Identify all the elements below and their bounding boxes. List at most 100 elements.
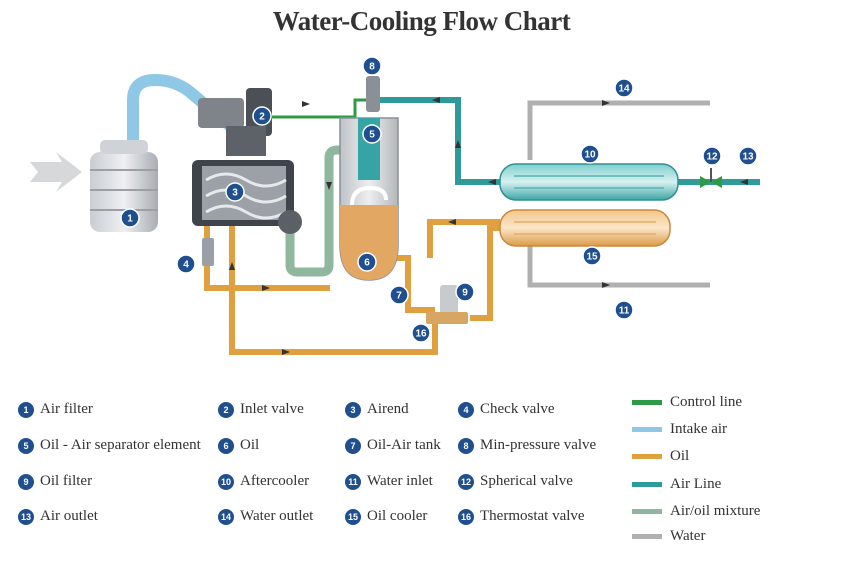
legend-label: Air outlet [40,508,98,525]
legend-number-badge: 2 [218,401,234,418]
marker-11: 11 [614,300,634,320]
line-swatch [632,534,662,540]
legend-number-badge: 6 [218,437,234,454]
airend-unit [192,160,302,234]
legend-label: Oil-Air tank [367,437,441,454]
oil-check-line [204,225,330,291]
flow-arrows [229,97,748,355]
legend-number-badge: 1 [18,401,34,418]
oil-filter-unit [426,285,468,324]
water-inlet-line [527,230,710,288]
legend-item-16: 16 Thermostat valve [458,508,585,525]
check-valve-unit [202,238,214,266]
legend-number-badge: 8 [458,437,474,454]
marker-number: 4 [183,260,189,271]
water-lines [527,100,710,288]
legend-number-badge: 9 [18,473,34,490]
marker-number: 7 [396,291,402,302]
min-pressure-valve-unit [366,76,380,112]
mixture-lines [285,145,358,277]
marker-number: 11 [619,306,630,317]
marker-number: 9 [462,288,468,299]
legend-number-badge: 14 [218,508,234,525]
legend-number-badge: 15 [345,508,361,525]
legend-label: Oil cooler [367,508,428,525]
line-legend-item: Air/oil mixture [632,503,760,520]
water-outlet-line [527,100,710,160]
marker-15: 15 [582,246,602,266]
legend-label: Min-pressure valve [480,437,597,454]
legend-label: Oil - Air separator element [40,437,201,454]
legend-label: Airend [367,401,409,418]
intake-arrow [30,152,82,192]
marker-number: 2 [259,112,265,123]
marker-number: 5 [369,130,375,141]
marker-number: 13 [742,152,754,163]
legend-number-badge: 4 [458,401,474,418]
legend-number-badge: 7 [345,437,361,454]
legend-label: Thermostat valve [480,508,585,525]
legend-label: Aftercooler [240,473,310,490]
line-legend-item: Control line [632,394,742,411]
oil-to-cooler-line [395,255,435,313]
line-legend-label: Air/oil mixture [670,503,761,520]
legend-label: Water inlet [367,473,433,490]
marker-7: 7 [389,285,409,305]
legend-item-11: 11 Water inlet [345,473,433,490]
line-swatch [632,454,662,460]
marker-16: 16 [411,323,431,343]
marker-8: 8 [362,56,382,76]
marker-number: 14 [618,84,630,95]
marker-14: 14 [614,78,634,98]
line-swatch [632,509,662,515]
line-legend-label: Control line [670,394,743,411]
line-legend-label: Water [670,528,706,545]
marker-1: 1 [120,208,140,228]
marker-number: 6 [364,258,370,269]
marker-number: 3 [232,188,238,199]
control-line [268,98,372,119]
legend-number-badge: 13 [18,508,34,525]
legend-number-badge: 11 [345,473,361,490]
line-legend-item: Air Line [632,476,721,493]
marker-number: 10 [584,150,596,161]
spherical-valve-unit [700,168,722,188]
air-filter-unit [90,140,158,232]
marker-number: 8 [369,62,375,73]
marker-5: 5 [362,124,382,144]
line-swatch [632,427,662,433]
legend-item-1: 1 Air filter [18,401,93,418]
marker-2: 2 [252,106,272,126]
marker-10: 10 [580,144,600,164]
line-swatch [632,400,662,406]
marker-4: 4 [176,254,196,274]
legend-item-15: 15 Oil cooler [345,508,427,525]
legend-label: Air filter [40,401,93,418]
mixture-line [285,145,358,277]
legend-number-badge: 5 [18,437,34,454]
legend-item-4: 4 Check valve [458,401,555,418]
marker-number: 16 [415,329,427,340]
legend-label: Check valve [480,401,555,418]
marker-13: 13 [738,146,758,166]
legend-number-badge: 16 [458,508,474,525]
marker-number: 15 [586,252,598,263]
legend-number-badge: 3 [345,401,361,418]
line-legend-item: Intake air [632,421,727,438]
marker-9: 9 [455,282,475,302]
line-legend-item: Water [632,528,705,545]
marker-6: 6 [357,252,377,272]
line-legend-label: Intake air [670,421,728,438]
legend-item-3: 3 Airend [345,401,409,418]
legend-number-badge: 12 [458,473,474,490]
marker-3: 3 [225,182,245,202]
oil-cooler-unit [499,209,671,247]
legend-item-7: 7 Oil-Air tank [345,437,441,454]
legend-item-5: 5 Oil - Air separator element [18,437,201,454]
